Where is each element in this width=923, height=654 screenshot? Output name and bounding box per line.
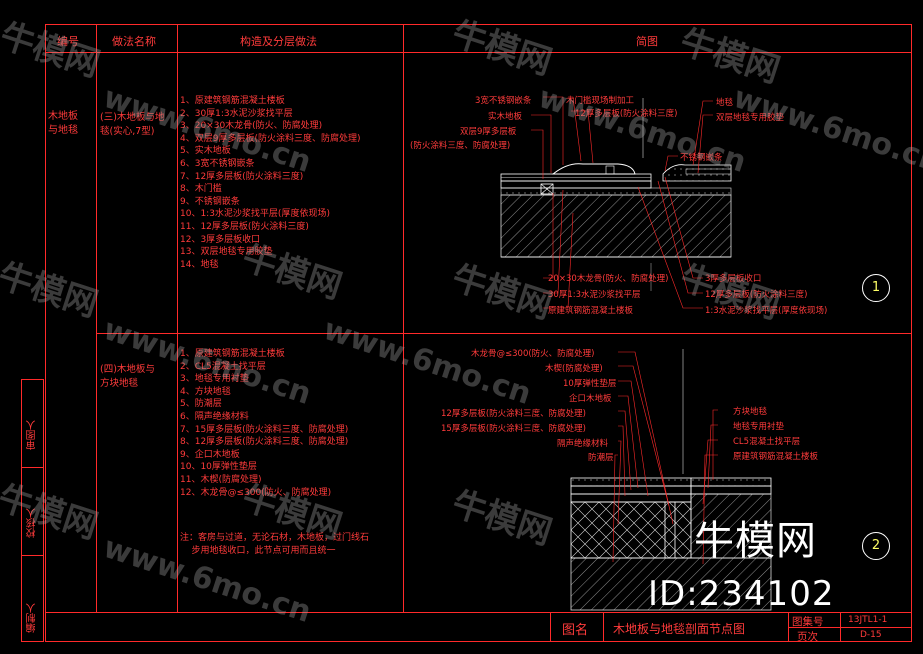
d2-label-12mm: 12厚多层板(防火涂料三度、防腐处理) xyxy=(441,409,586,419)
row2-name: (四)木地板与 方块地毯 xyxy=(100,364,155,389)
header-name: 做法名称 xyxy=(112,35,156,48)
row1-name: (三)木地板与地 毯(实心,7型) xyxy=(100,112,165,137)
d1-label-carpet: 地毯 xyxy=(716,98,734,108)
d2-label-elastic: 10厚弹性垫层 xyxy=(563,379,617,389)
title-drawing-name: 木地板与地毯剖面节点图 xyxy=(613,622,746,636)
d2-label-joist: 木龙骨@≤300(防火、防腐处理) xyxy=(471,349,595,359)
d1-label-12mm-board-b: 12厚多层板(防火涂料三度) xyxy=(705,290,808,300)
d1-label-plywood-note: (防火涂料三度、防腐处理) xyxy=(410,141,511,151)
header-layers: 构造及分层做法 xyxy=(240,35,317,48)
title-atlas-no: 13JTL1-1 xyxy=(848,615,888,625)
d2-label-moisture: 防潮层 xyxy=(588,453,614,463)
d1-label-joist: 20×30木龙骨(防火、防腐处理) xyxy=(548,274,669,284)
id-text: ID:234102 xyxy=(648,574,835,614)
d1-label-edge-board: 3厚多层板收口 xyxy=(705,274,762,284)
d2-label-15mm: 15厚多层板(防火涂料三度、防腐处理) xyxy=(441,424,586,434)
title-name-label: 图名 xyxy=(562,623,589,638)
d2-label-underlay: 地毯专用衬垫 xyxy=(733,422,785,432)
row2-note: 注：客房与过道，无论石材，木地板，过门线石 步用地毯收口，此节点可用而且统一 xyxy=(180,533,370,556)
title-page-label: 页次 xyxy=(797,631,818,643)
side-label-author: 编制人 xyxy=(27,603,38,633)
d2-label-cl5: CL5混凝土找平层 xyxy=(733,437,801,447)
d1-label-carpet-pad: 双层地毯专用胶垫 xyxy=(716,113,785,123)
side-label-checker: 校核人 xyxy=(27,508,38,538)
header-diagram: 简图 xyxy=(636,35,658,48)
d2-label-insulation: 隔声绝缘材料 xyxy=(557,439,609,449)
d1-label-screed: 30厚1:3水泥沙浆找平层 xyxy=(548,290,641,300)
row2-layers: 1、原建筑钢筋混凝土楼板 2、CL5混凝土找平层 3、地毯专用衬垫 4、方块地毯… xyxy=(180,349,349,498)
d1-label-steel-strip: 3宽不锈钢嵌条 xyxy=(475,96,532,106)
d2-label-slab: 原建筑钢筋混凝土楼板 xyxy=(733,452,819,462)
d1-label-12mm-board: 12厚多层板(防火涂料三度) xyxy=(575,109,678,119)
d1-label-screed-b: 1:3水泥沙浆找平层(厚度依现场) xyxy=(705,306,828,316)
side-label-reviewer: 审图人 xyxy=(27,420,38,450)
detail-2-section xyxy=(570,349,772,611)
d1-label-threshold: 木门槛现场制加工 xyxy=(566,96,635,106)
d2-label-wedge: 木楔(防腐处理) xyxy=(545,364,603,374)
d2-label-tg-floor: 企口木地板 xyxy=(569,394,612,404)
detail-2-callout: 2 xyxy=(862,532,890,560)
d1-label-steel-strip-mid: 不锈钢嵌条 xyxy=(680,153,723,163)
row-category: 木地板 与地毯 xyxy=(48,111,78,136)
title-atlas-label: 图集号 xyxy=(792,616,824,628)
d1-label-slab: 原建筑钢筋混凝土楼板 xyxy=(548,306,634,316)
title-page-no: D-15 xyxy=(860,630,882,640)
d1-label-wood-floor: 实木地板 xyxy=(488,112,523,122)
d2-label-tile-carpet: 方块地毯 xyxy=(733,407,768,417)
header-number: 编号 xyxy=(57,35,79,48)
d1-label-plywood: 双层9厚多层板 xyxy=(460,127,517,137)
detail-1-callout: 1 xyxy=(862,274,890,302)
detail-1-section xyxy=(500,96,732,309)
row1-layers: 1、原建筑钢筋混凝土楼板 2、30厚1:3水泥沙浆找平层 3、20×30木龙骨(… xyxy=(180,96,361,270)
brand-logo-text: 牛模网 xyxy=(694,518,817,564)
